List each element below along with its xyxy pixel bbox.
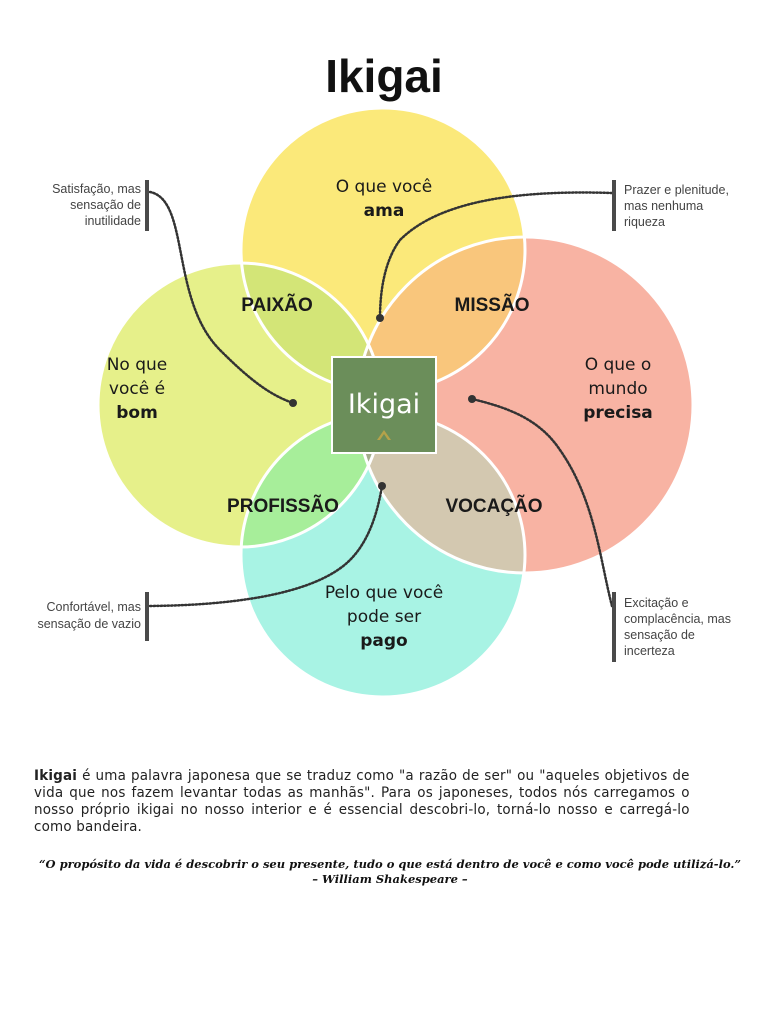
circle-good-at-line2: você é [109, 379, 165, 399]
annotation-bottom-left-line1: Confortável, mas [47, 600, 141, 614]
circle-love-line2: ama [364, 201, 405, 221]
annotation-bottom-right-line3: sensação de [624, 628, 695, 642]
overlap-profession [241, 413, 382, 547]
circle-world-needs-line2: mundo [588, 379, 647, 399]
quote-author: – William Shakespeare – [312, 872, 468, 886]
quote-block: “O propósito da vida é descobrir o seu p… [30, 857, 750, 887]
annotation-bar-bottom-right [612, 592, 616, 662]
connector-bottom-right [470, 397, 614, 608]
center-arrow-mark [377, 430, 391, 440]
overlap-passion [241, 263, 382, 392]
label-profession: PROFISSÃO [227, 495, 339, 517]
overlap-vocation [357, 413, 525, 573]
circle-paid-for-line2: pode ser [347, 607, 421, 627]
connector-top-left [148, 190, 295, 405]
quote-text: “O propósito da vida é descobrir o seu p… [38, 857, 742, 871]
center-label: Ikigai [348, 389, 420, 420]
circle-love-line1: O que você [336, 177, 432, 197]
overlap-mission [357, 237, 525, 392]
annotation-bottom-left-line2: sensação de vazio [37, 617, 141, 631]
annotation-bottom-right-line4: incerteza [624, 644, 675, 658]
annotation-bottom-right-line2: complacência, mas [624, 612, 731, 626]
label-mission: MISSÃO [455, 294, 530, 316]
annotation-bar-bottom-left [145, 592, 149, 641]
label-passion: PAIXÃO [241, 294, 312, 316]
annotation-top-right-line2: mas nenhuma [624, 199, 703, 213]
annotation-bar-top-left [145, 180, 149, 231]
description-paragraph: Ikigai é uma palavra japonesa que se tra… [34, 768, 690, 836]
description-text: é uma palavra japonesa que se traduz com… [34, 768, 690, 835]
ikigai-diagram: Ikigai Ikigai O [37, 50, 731, 699]
annotation-top-left-line1: Satisfação, mas [52, 182, 141, 196]
annotation-top-right-line3: riqueza [624, 215, 665, 229]
circle-paid-for-line1: Pelo que você [325, 583, 443, 603]
annotation-bottom-right-line1: Excitação e [624, 596, 689, 610]
connector-bottom-left [148, 484, 384, 608]
circle-good-at-line3: bom [116, 403, 158, 423]
circle-good-at-line1: No que [107, 355, 168, 375]
ikigai-center [331, 356, 437, 454]
annotation-top-left-line2: sensação de [70, 198, 141, 212]
circle-world-needs-line3: precisa [583, 403, 653, 423]
annotation-top-right-line1: Prazer e plenitude, [624, 183, 729, 197]
page-title: Ikigai [325, 50, 443, 102]
connector-top-right [378, 191, 614, 320]
circle-paid-for-line3: pago [360, 631, 408, 651]
annotation-top-left-line3: inutilidade [85, 214, 141, 228]
circle-world-needs-line1: O que o [585, 355, 652, 375]
annotation-bar-top-right [612, 180, 616, 231]
label-vocation: VOCAÇÃO [445, 495, 542, 517]
description-term: Ikigai [34, 768, 78, 784]
